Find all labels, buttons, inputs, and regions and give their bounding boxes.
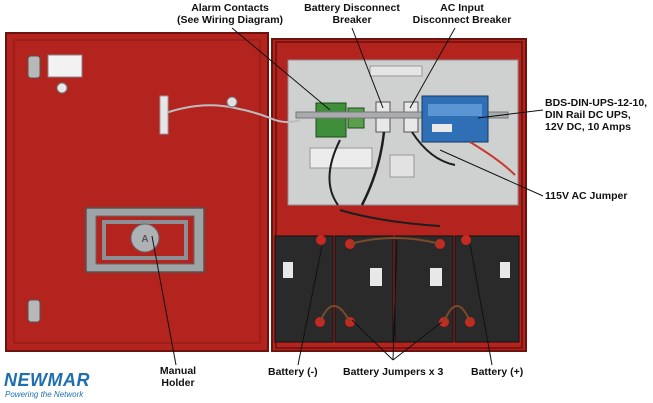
alarm-contacts-label-line2: (See Wiring Diagram) [176,14,284,26]
door-latch-bottom [27,299,41,323]
manual-holder-label-line2: Holder [161,377,195,389]
alarm-contacts-label-line1: Alarm Contacts [191,2,269,14]
ups-model-label-line2: DIN Rail DC UPS, [545,109,631,121]
battery-disconnect-label: Battery Disconnect Breaker [290,2,414,26]
leader-lines [151,27,544,366]
logo-wordmark: NEWMAR [4,370,90,390]
enclosure-door: A [5,32,271,352]
ups-model-label: BDS-DIN-UPS-12-10, DIN Rail DC UPS, 12V … [545,97,647,133]
battery-disconnect-label-line1: Battery Disconnect [304,2,400,14]
ac-jumper-label: 115V AC Jumper [545,190,628,202]
ac-input-label-line1: AC Input [440,2,484,14]
door-latch-top [27,55,41,79]
alarm-contacts-board [315,102,347,138]
ups-model-label-line1: BDS-DIN-UPS-12-10, [545,97,648,109]
alarm-contacts-label: Alarm Contacts (See Wiring Diagram) [170,2,290,26]
manual-holder-label-line1: Manual [159,365,197,377]
door-label-sticker [47,54,83,78]
ac-input-label: AC Input Disconnect Breaker [404,2,520,26]
door-sticker-round [56,82,68,94]
din-ups-module [421,95,489,143]
manual-holder: A [85,207,205,273]
ups-model-label-line3: 12V DC, 10 Amps [545,121,631,133]
enclosure-cabinet [269,38,527,352]
battery-bank [274,209,520,343]
battery-positive-label: Battery (+) [471,366,524,378]
battery-jumpers-label: Battery Jumpers x 3 [343,366,444,378]
newmar-logo: NEWMAR Powering the Network [4,370,116,402]
battery-negative-label: Battery (-) [268,366,318,378]
logo-tagline: Powering the Network [5,390,84,399]
ac-input-label-line2: Disconnect Breaker [412,14,512,26]
svg-text:A: A [141,234,148,245]
battery-disconnect-label-line2: Breaker [332,14,372,26]
manual-holder-label: Manual Holder [148,365,208,389]
